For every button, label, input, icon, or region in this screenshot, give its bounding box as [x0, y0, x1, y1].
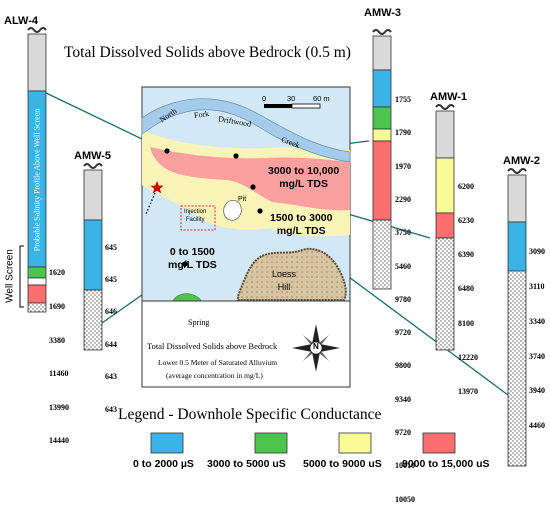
legend-label-4: 9000 to 15,000 uS [402, 458, 490, 470]
value-amw1-2: 6230 [458, 216, 474, 226]
injection-facility-label: Injection Facility [184, 209, 207, 223]
values-amw2: 3090 3110 3340 3740 3940 4460 [529, 223, 545, 443]
values-amw3: 1755 1790 1970 2290 3750 5460 9780 9720 … [395, 72, 415, 516]
spring-label: Spring [188, 318, 210, 327]
legend-swatch-4 [422, 432, 456, 454]
well-name-amw2: AMW-2 [503, 155, 541, 167]
well-name-amw5: AMW-5 [74, 150, 112, 162]
value-amw5-6: 643 [105, 404, 117, 414]
well-amw3-column [372, 29, 392, 290]
scale-max: 60 m [313, 94, 330, 103]
caption-line-1: Total Dissolved Solids above Bedrock [147, 341, 278, 351]
caption-line-3: (average concentration in mg/L) [166, 371, 263, 380]
compass-n-label: N [313, 342, 319, 351]
value-alw4-2: 1690 [49, 302, 65, 312]
pit-shape [223, 200, 242, 221]
zone-high-area [150, 147, 350, 211]
value-amw2-2: 3110 [529, 281, 545, 291]
value-alw4-3: 3380 [49, 335, 65, 345]
value-amw5-1: 645 [105, 242, 117, 252]
diagram-canvas [19, 27, 527, 467]
value-amw5-2: 645 [105, 274, 117, 284]
value-amw3-10: 9340 [395, 394, 411, 404]
value-amw2-4: 3740 [529, 351, 545, 361]
value-amw3-12: 10010 [395, 461, 415, 471]
alw4-screen-label: Well Screen [4, 249, 16, 303]
value-amw3-1: 1755 [395, 95, 411, 105]
value-amw3-6: 5460 [395, 261, 411, 271]
legend-label-2: 3000 to 5000 uS [207, 458, 286, 470]
value-alw4-1: 1620 [49, 268, 65, 278]
value-amw3-8: 9720 [395, 328, 411, 338]
compass-rose-icon [292, 324, 340, 372]
injection-facility-box [180, 205, 216, 231]
legend-swatches [150, 432, 456, 454]
value-amw2-6: 4460 [529, 421, 545, 431]
value-alw4-6: 14440 [49, 436, 69, 446]
sample-dot-amw2 [257, 208, 263, 214]
legend-swatch-1 [150, 432, 184, 454]
star-marker [150, 181, 164, 194]
value-alw4-5: 13990 [49, 402, 69, 412]
value-amw3-3: 1970 [395, 161, 411, 171]
value-amw1-6: 12220 [458, 352, 478, 362]
diagram-title: Total Dissolved Solids above Bedrock (0.… [64, 44, 351, 61]
well-amw2-column [507, 168, 527, 467]
well-name-amw1: AMW-1 [430, 91, 468, 103]
value-amw1-3: 6390 [458, 250, 474, 260]
well-amw5-column [83, 163, 103, 351]
value-alw4-4: 11460 [49, 369, 69, 379]
scale-zero: 0 [262, 94, 267, 103]
dotted-path [145, 192, 156, 215]
legend-swatch-2 [254, 432, 288, 454]
site-map [141, 86, 351, 388]
value-amw3-2: 1790 [395, 128, 411, 138]
sample-dot-alw4 [164, 148, 170, 154]
scale-mid: 30 [287, 94, 296, 103]
value-amw5-3: 646 [105, 307, 117, 317]
value-amw5-4: 644 [105, 339, 117, 349]
well-name-alw4: ALW-4 [4, 15, 38, 27]
values-alw4: 1620 1690 3380 11460 13990 14440 [49, 245, 69, 458]
value-amw5-5: 643 [105, 372, 117, 382]
value-amw2-3: 3340 [529, 316, 545, 326]
creek-area [141, 98, 351, 163]
well-name-amw3: AMW-3 [364, 7, 402, 19]
well-amw1-column [435, 104, 455, 351]
value-amw3-4: 2290 [395, 195, 411, 205]
loess-hill-label: Loess Hill [272, 269, 297, 292]
sample-dot-amw5 [182, 261, 188, 267]
value-amw3-5: 3750 [395, 228, 411, 238]
legend-swatch-3 [338, 432, 372, 454]
zone-low-label: 0 to 1500 mg/L TDS [168, 246, 217, 271]
value-amw1-4: 6480 [458, 284, 474, 294]
values-amw1: 6200 6230 6390 6480 8100 12220 13970 [458, 158, 478, 409]
zone-high-label: 3000 to 10,000 mg/L TDS [268, 165, 340, 190]
value-amw2-1: 3090 [529, 247, 545, 257]
scale-bar [264, 103, 321, 109]
value-amw1-1: 6200 [458, 181, 474, 191]
value-amw1-7: 13970 [458, 387, 478, 397]
well-alw4-column [19, 27, 47, 313]
value-amw2-5: 3940 [529, 386, 545, 396]
values-amw5: 645 645 646 644 643 643 [105, 221, 117, 426]
caption-line-2: Lower 0.5 Meter of Saturated Alluvium [158, 358, 278, 367]
alw4-profile-label: Probable Salinity Profile Above Well Scr… [32, 108, 42, 252]
value-amw3-9: 9800 [395, 361, 411, 371]
value-amw3-13: 10050 [395, 494, 415, 504]
sample-dot-amw1 [250, 184, 256, 190]
pit-label: Pit [238, 196, 247, 203]
sample-dot-amw3 [233, 153, 239, 159]
loess-hill-shape [237, 248, 347, 301]
value-amw3-11: 9720 [395, 428, 411, 437]
value-amw3-7: 9780 [395, 294, 411, 304]
legend-title: Legend - Downhole Specific Conductance [118, 406, 382, 423]
legend-label-1: 0 to 2000 µS [133, 458, 194, 470]
legend-label-3: 5000 to 9000 uS [303, 458, 382, 470]
zone-mid-label: 1500 to 3000 mg/L TDS [270, 212, 333, 237]
value-amw1-5: 8100 [458, 318, 474, 328]
